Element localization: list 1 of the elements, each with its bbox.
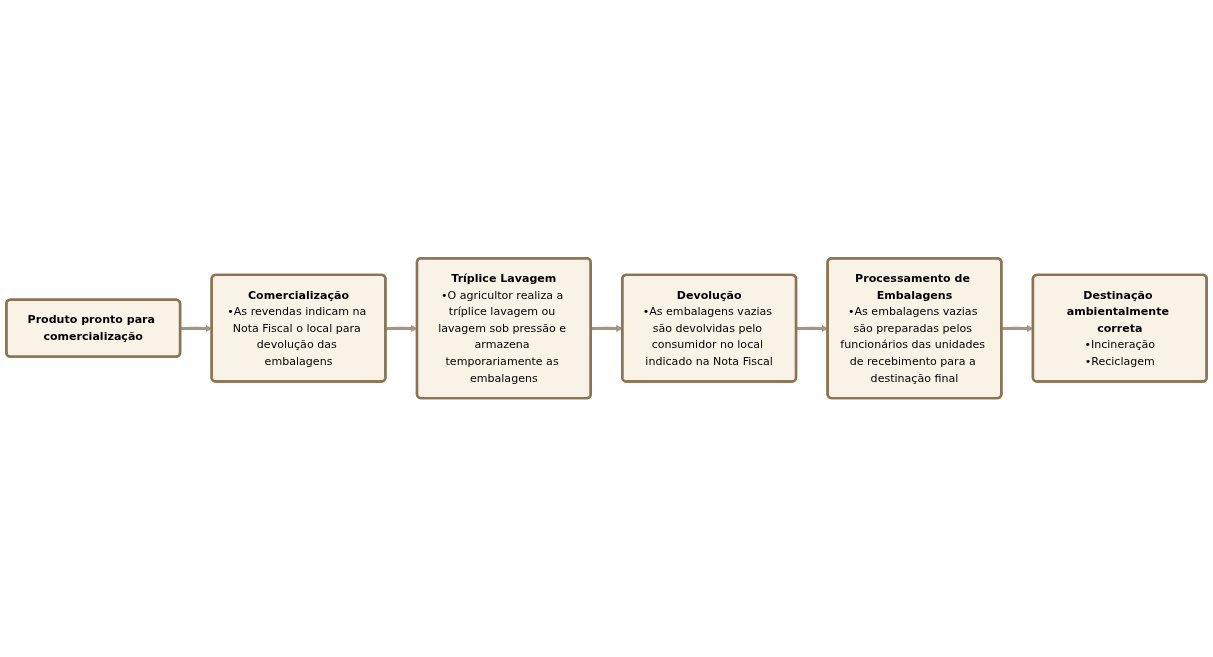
arrow	[591, 325, 623, 333]
